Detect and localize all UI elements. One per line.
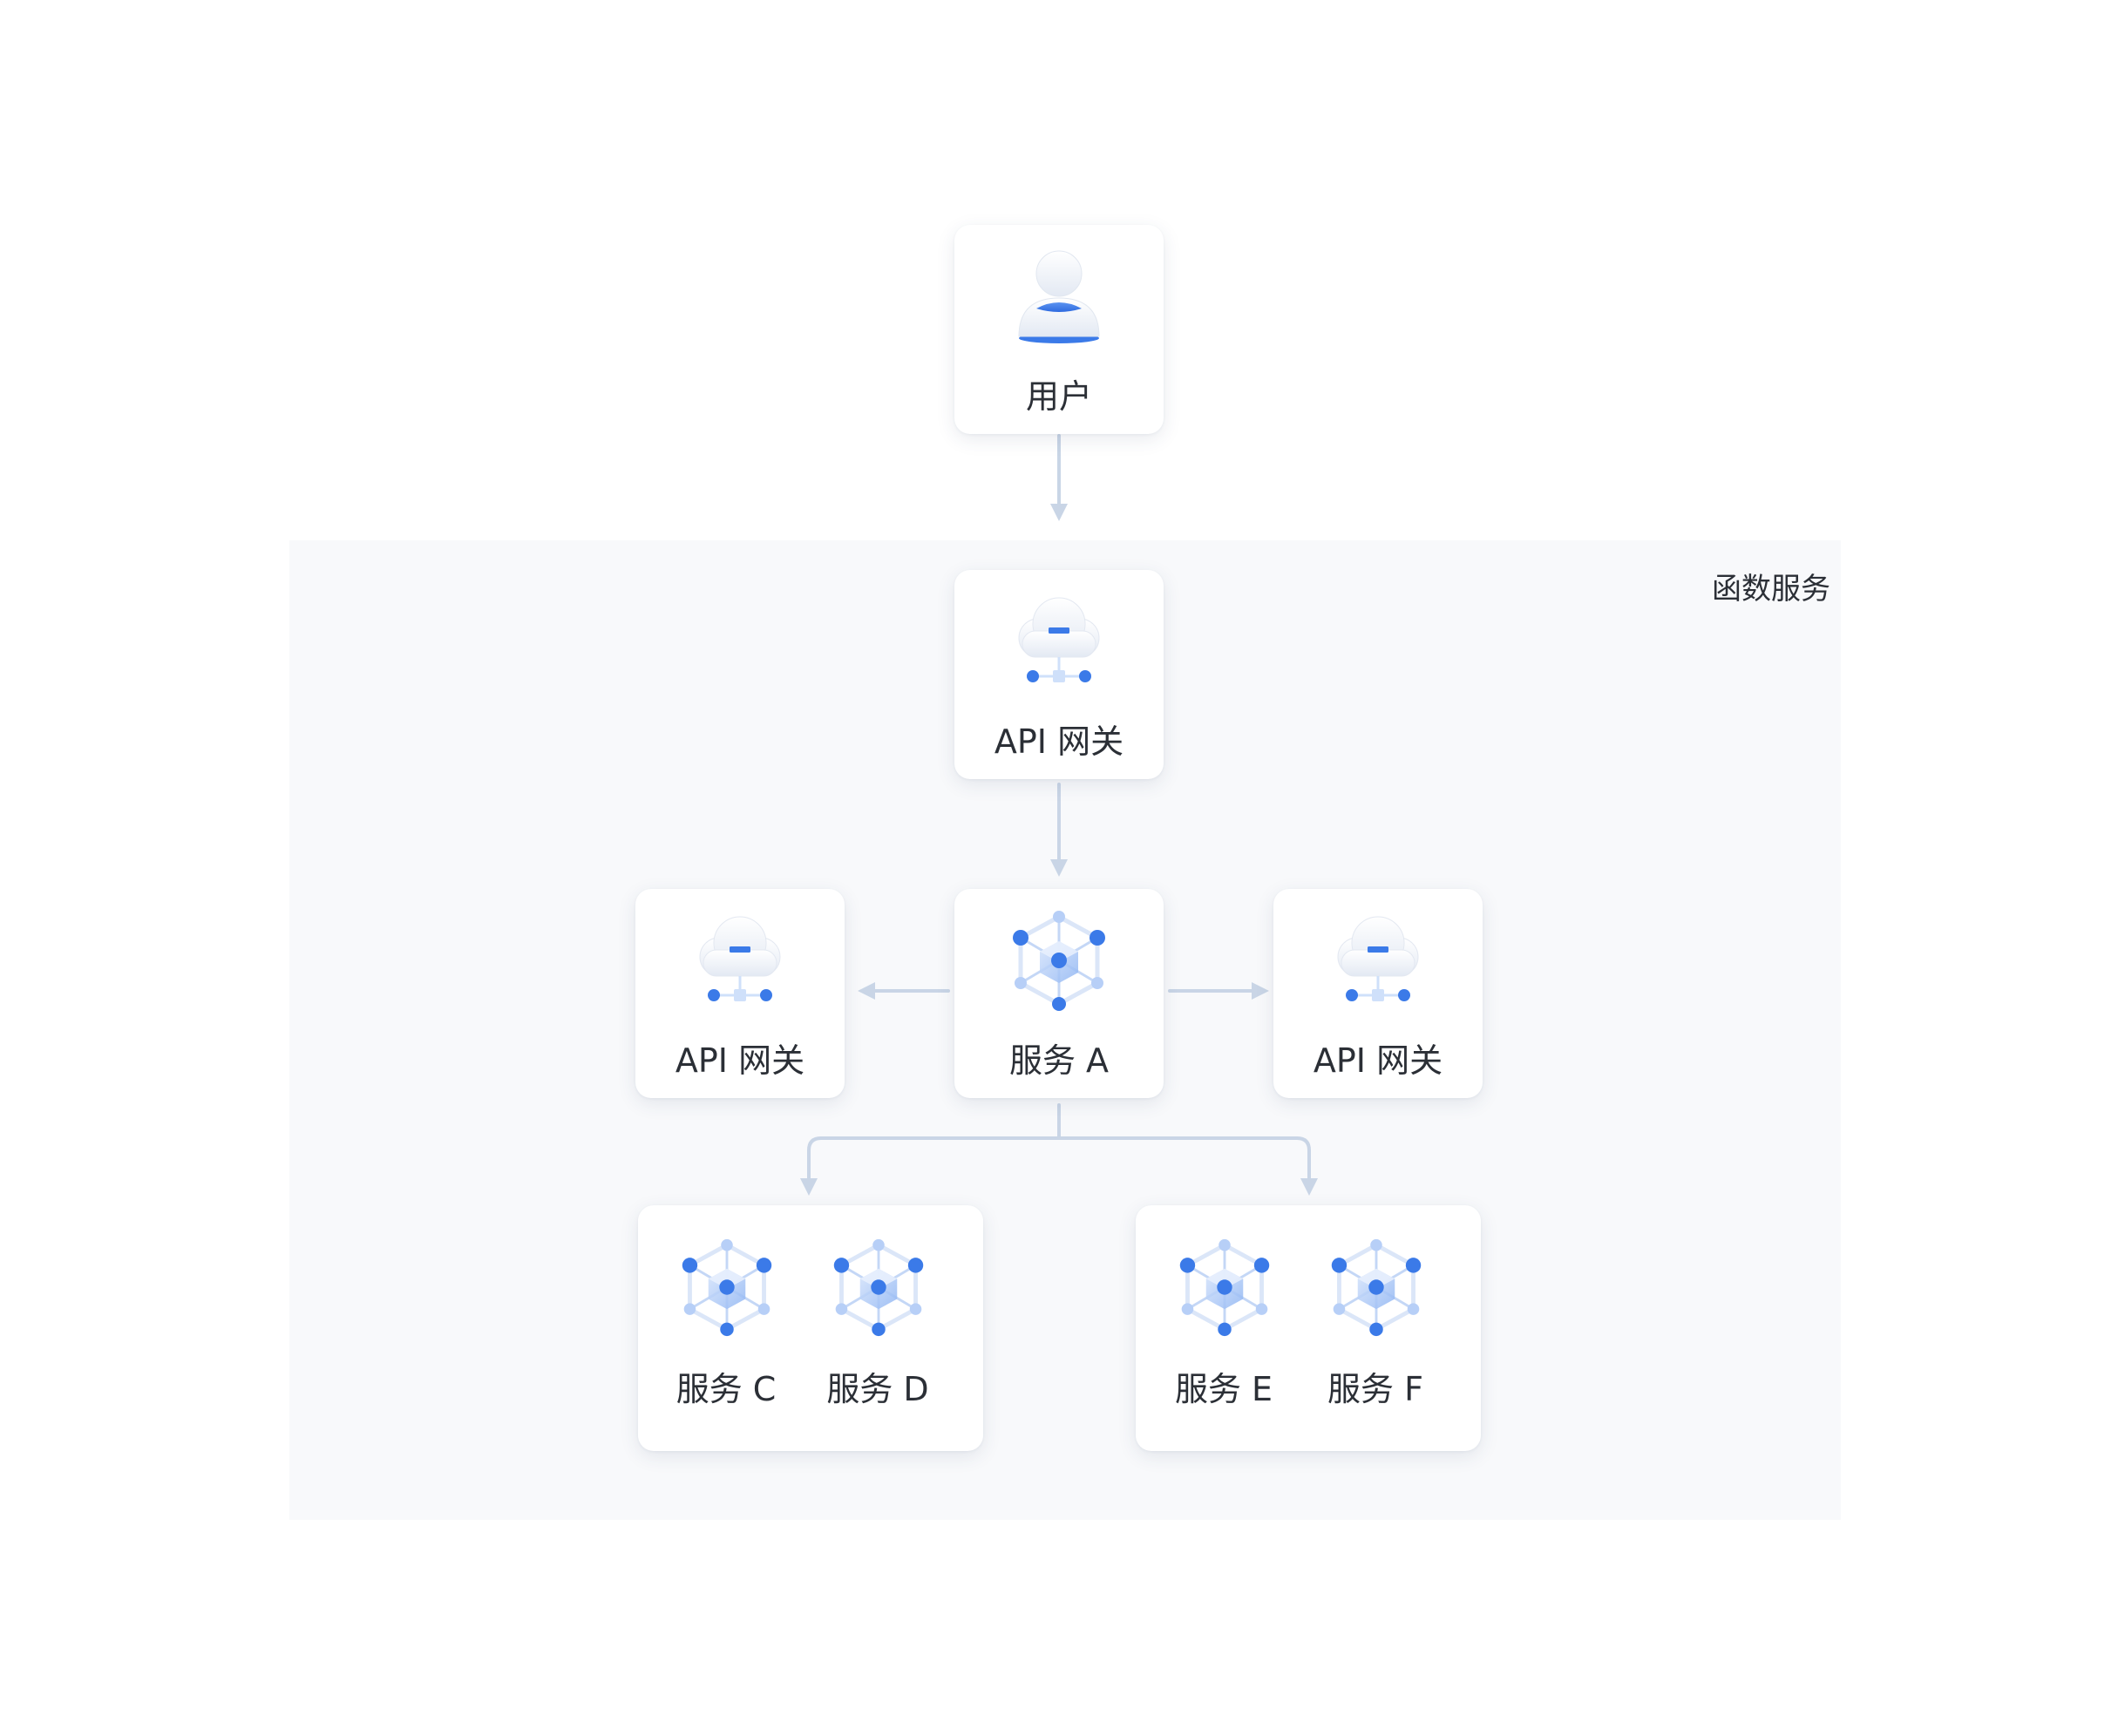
service-e-node: 服务 E — [1150, 1205, 1298, 1451]
service-cube-icon — [676, 1237, 777, 1338]
service-c-node: 服务 C — [652, 1205, 800, 1451]
service-group-ef: 服务 E 服务 F — [1136, 1205, 1481, 1451]
edge-service-a-service-e — [1057, 1136, 1318, 1196]
user-icon — [1007, 244, 1111, 349]
service-cube-icon — [1174, 1237, 1275, 1338]
service-cube-icon — [1007, 908, 1111, 1013]
service-c-label: 服务 C — [675, 1370, 777, 1408]
api-gateway-right-label: API 网关 — [1313, 1041, 1443, 1080]
region-label: 函数服务 — [1712, 572, 1830, 607]
api-gateway-top-label: API 网关 — [994, 722, 1124, 761]
api-gateway-right-node: API 网关 — [1273, 889, 1483, 1098]
service-e-label: 服务 E — [1174, 1370, 1273, 1408]
cloud-gateway-icon — [1326, 908, 1430, 1013]
cloud-gateway-icon — [688, 908, 792, 1013]
service-a-node: 服务 A — [954, 889, 1164, 1098]
api-gateway-left-label: API 网关 — [675, 1041, 805, 1080]
user-node-label: 用户 — [1025, 377, 1092, 416]
service-cube-icon — [1326, 1237, 1427, 1338]
service-d-label: 服务 D — [826, 1370, 929, 1408]
service-a-label: 服务 A — [1008, 1041, 1110, 1080]
user-node: 用户 — [954, 225, 1164, 434]
service-d-node: 服务 D — [804, 1205, 952, 1451]
service-cube-icon — [828, 1237, 929, 1338]
service-f-node: 服务 F — [1301, 1205, 1449, 1451]
api-gateway-top-node: API 网关 — [954, 570, 1164, 779]
edge-service-a-service-c — [800, 1103, 1061, 1196]
api-gateway-left-node: API 网关 — [635, 889, 845, 1098]
service-group-cd: 服务 C 服务 D — [638, 1205, 983, 1451]
cloud-gateway-icon — [1007, 589, 1111, 694]
service-f-label: 服务 F — [1327, 1370, 1423, 1408]
